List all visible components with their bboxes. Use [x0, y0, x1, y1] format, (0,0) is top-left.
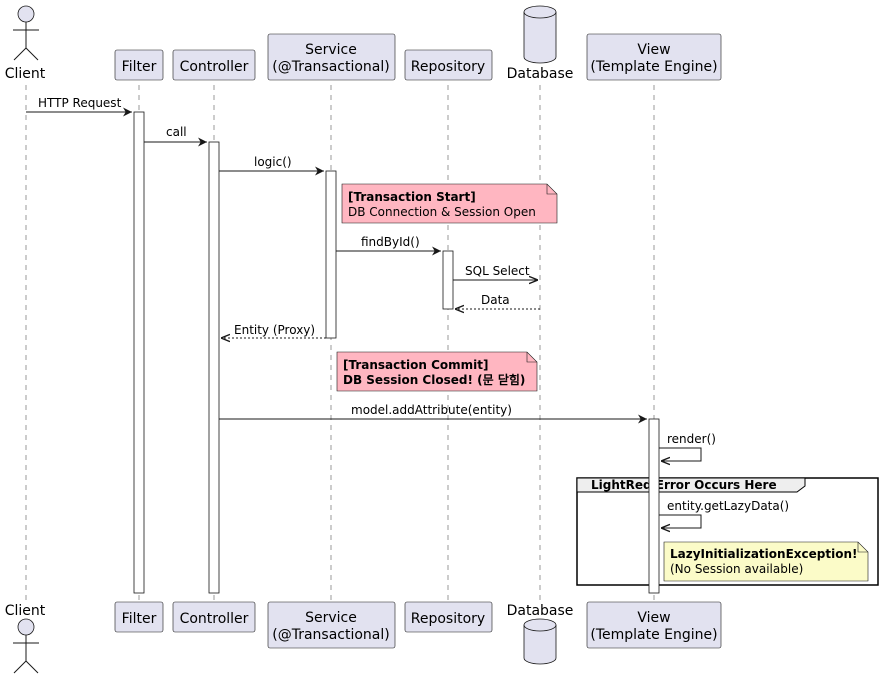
participant-repository-label: Repository: [411, 59, 485, 75]
participant-filter: [114, 49, 164, 81]
client-actor-icon-bottom: [13, 618, 39, 674]
note-lazy-title: LazyInitializationException!: [670, 547, 857, 561]
participant-controller-label-bottom: Controller: [180, 611, 249, 627]
messages: HTTP Request call logic() findById() SQL…: [26, 96, 789, 528]
msg-get-lazy-data: entity.getLazyData(): [667, 499, 789, 513]
participant-controller-label: Controller: [180, 59, 249, 75]
participant-view-bottom: [586, 601, 722, 649]
note-tx-start-body: DB Connection & Session Open: [348, 205, 536, 219]
msg-render: render(): [667, 432, 716, 446]
participant-view: [586, 33, 722, 81]
database-icon: [523, 5, 557, 64]
activation-filter: [133, 111, 145, 594]
participant-service-label-1-bottom: Service: [305, 610, 357, 626]
note-tx-commit-title: [Transaction Commit]: [343, 358, 488, 372]
participant-client-label-bottom: Client: [5, 603, 46, 619]
participant-filter-bottom: [114, 601, 164, 633]
msg-find-by-id: findById(): [361, 235, 420, 249]
participant-service-label-2-bottom: (@Transactional): [272, 627, 389, 643]
participants-top: Client Filter Controller Service (@Trans…: [5, 5, 722, 82]
participant-filter-label-bottom: Filter: [122, 611, 157, 627]
participant-client-label: Client: [5, 66, 46, 82]
activation-controller: [208, 141, 220, 594]
msg-call: call: [166, 125, 187, 139]
participant-repository-bottom: [404, 601, 493, 633]
participant-service-label-1: Service: [305, 42, 357, 58]
note-tx-start-title: [Transaction Start]: [348, 190, 476, 204]
note-tx-commit-body: DB Session Closed! (문 닫힘): [343, 372, 525, 387]
participant-view-label-1-bottom: View: [637, 610, 670, 626]
msg-sql-select: SQL Select: [465, 264, 530, 278]
participant-service-label-2: (@Transactional): [272, 59, 389, 75]
participant-controller: [172, 49, 256, 81]
note-lazy-body: (No Session available): [670, 562, 803, 576]
participants-bottom: Client Filter Controller Service (@Trans…: [5, 601, 722, 674]
participant-service: [267, 33, 396, 81]
note-lazy-exception: LazyInitializationException! (No Session…: [663, 541, 869, 582]
participant-controller-bottom: [172, 601, 256, 633]
msg-logic: logic(): [254, 155, 292, 169]
error-group-frame: LightRed Error Occurs Here: [576, 477, 879, 586]
participant-database-label-bottom: Database: [507, 603, 574, 619]
lifelines: [25, 85, 655, 602]
participant-filter-label: Filter: [122, 59, 157, 75]
participant-view-label-2: (Template Engine): [590, 59, 717, 75]
msg-data: Data: [481, 293, 510, 307]
activations: [133, 111, 660, 594]
database-icon-bottom: [523, 618, 557, 665]
client-actor-icon: [13, 5, 39, 61]
msg-add-attribute: model.addAttribute(entity): [351, 403, 512, 417]
participant-view-label-2-bottom: (Template Engine): [590, 627, 717, 643]
activation-repository: [442, 250, 454, 310]
participant-service-bottom: [267, 601, 396, 649]
activation-service: [325, 170, 337, 339]
participant-view-label-1: View: [637, 42, 670, 58]
note-transaction-start: [Transaction Start] DB Connection & Sess…: [341, 183, 558, 224]
participant-repository: [404, 49, 493, 81]
note-transaction-commit: [Transaction Commit] DB Session Closed! …: [336, 351, 538, 392]
participant-repository-label-bottom: Repository: [411, 611, 485, 627]
group-title: LightRed Error Occurs Here: [591, 478, 777, 492]
msg-http-request: HTTP Request: [38, 96, 122, 110]
arrow-get-lazy-data: [659, 514, 702, 528]
arrow-render: [659, 447, 702, 461]
participant-database-label: Database: [507, 66, 574, 82]
msg-entity-proxy: Entity (Proxy): [234, 323, 315, 337]
activation-view: [648, 418, 660, 594]
